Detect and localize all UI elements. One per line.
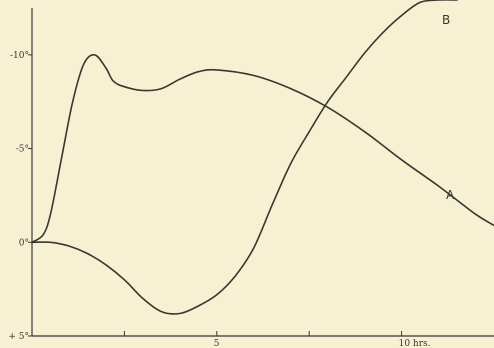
- x-ticks: 5 10 hrs.: [123, 331, 431, 348]
- series-a-label: A: [446, 188, 455, 202]
- x-tick-label-1: 5: [214, 339, 220, 348]
- series-b-label: B: [442, 13, 450, 27]
- y-tick-label-2: 0°: [19, 238, 29, 248]
- y-tick-label-1: -5°: [16, 145, 29, 155]
- y-tick-label-3: + 5°: [8, 332, 29, 342]
- y-tick-label-0: -10°: [10, 51, 29, 61]
- x-tick-label-3: 10 hrs.: [399, 339, 431, 348]
- series-a-line: [31, 53, 494, 244]
- y-ticks: -10° -5° 0° + 5°: [8, 51, 32, 342]
- series-labels: AB: [442, 13, 455, 202]
- series-curves: [31, 0, 494, 315]
- series-b-line: [31, 0, 458, 315]
